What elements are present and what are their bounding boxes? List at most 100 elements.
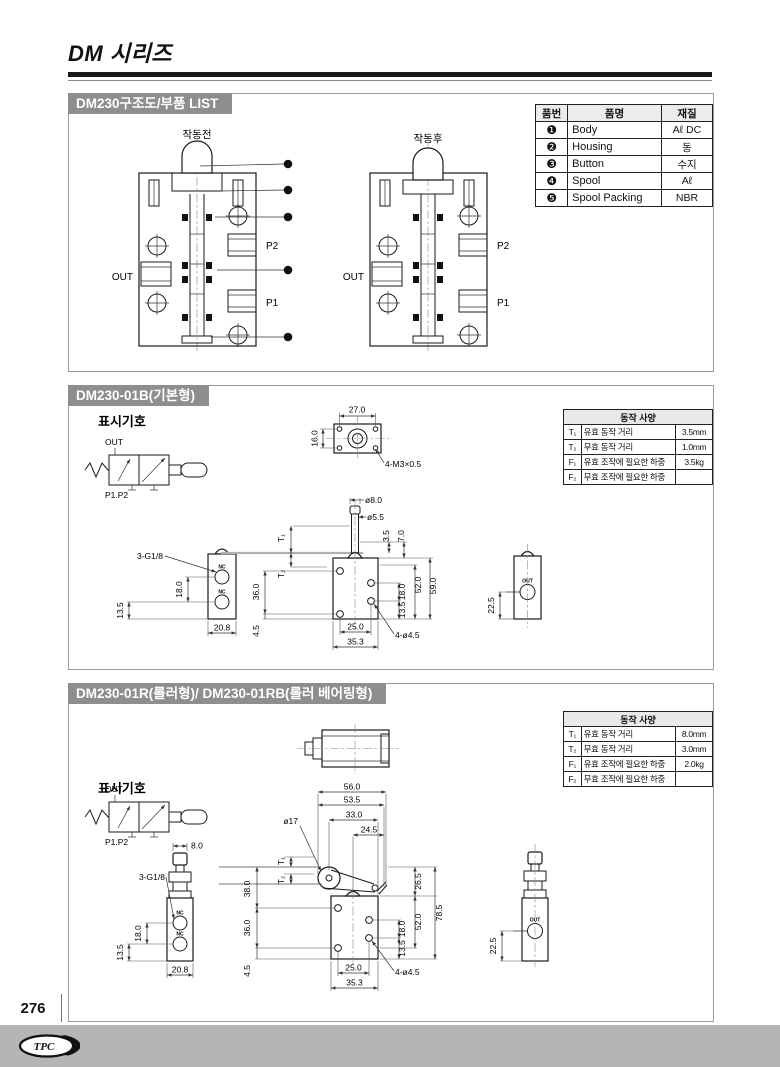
dim-label: 35.3 [346, 978, 363, 988]
spec-desc: 무효 조작에 필요한 하중 [580, 469, 677, 485]
part-name: Housing [567, 138, 662, 156]
dim-label: 56.0 [344, 782, 361, 792]
section3-header: DM230-01R(롤러형)/ DM230-01RB(롤러 베어링형) [68, 683, 387, 704]
spec-value: 3.5kg [675, 454, 713, 470]
dim-label: 22.5 [486, 597, 496, 614]
spec-title: 동작 사양 [563, 409, 713, 425]
part-name: Spool Packing [567, 189, 662, 207]
dim-label: 59.0 [428, 577, 438, 594]
dim-label: T₁ [276, 857, 286, 865]
spec-key: T₁ [563, 424, 582, 440]
port-label: OUT [530, 918, 541, 924]
dim-label: ø5.5 [367, 512, 384, 522]
structure-diagram-svg: P2 OUT P1 작동전 작동후 [111, 129, 511, 353]
title-rule [68, 72, 712, 77]
dim-label: 4-ø4.5 [395, 630, 420, 640]
dim-label: 3-G1/8 [139, 872, 165, 882]
page-number-divider [61, 994, 62, 1022]
spec-desc: 유효 동작 거리 [580, 424, 677, 440]
symbol-out-label: OUT [105, 437, 123, 447]
dim-label: 4-ø4.5 [395, 967, 420, 977]
part-no: ❹ [534, 172, 569, 190]
part-material: NBR [660, 189, 714, 207]
dim-label: 52.0 [413, 913, 423, 930]
section-dm230-01b: DM230-01B(기본형) 표시기호 OUT P1.P2 [68, 385, 714, 670]
footer-band: TPC [0, 1025, 780, 1067]
part-name: Spool [567, 172, 662, 190]
dim-label: 35.3 [347, 637, 364, 647]
top-view-drawing: 27.0 16.0 4-M3×0.5 [310, 405, 422, 470]
spec-value: 2.0kg [675, 756, 713, 772]
dim-label: 38.0 [242, 880, 252, 897]
port-label: NC [176, 911, 184, 917]
tpc-logo-text: TPC [34, 1041, 55, 1053]
dim-label: 18.0 [397, 583, 407, 600]
part-no: ❶ [534, 121, 569, 139]
parts-col-material: 재질 [660, 104, 714, 122]
dm230-01b-drawing-svg: 표시기호 OUT P1.P2 27.0 16.0 [84, 405, 542, 650]
dim-label: 4.5 [242, 965, 252, 977]
dim-label: T₂ [276, 570, 286, 579]
part-no: ❺ [534, 189, 569, 207]
dim-label: 13.5 [115, 602, 125, 619]
top-view-roller-drawing [297, 724, 399, 774]
spec-desc: 유효 조작에 필요한 하중 [580, 756, 677, 772]
dim-label: T₁ [276, 534, 286, 542]
spec-value: 3.0mm [675, 741, 713, 757]
port-label: NC [218, 590, 226, 596]
spec-key: F₂ [563, 469, 582, 485]
dim-label: 4.5 [251, 625, 261, 637]
page-number: 276 [20, 1000, 46, 1017]
spec-key: T₂ [563, 439, 582, 455]
section-dm230-01r: DM230-01R(롤러형)/ DM230-01RB(롤러 베어링형) 표시기호… [68, 683, 714, 1022]
dim-label: 18.0 [397, 920, 407, 937]
part-no: ❸ [534, 155, 569, 173]
dim-label: 52.0 [413, 576, 423, 593]
spec-value: 3.5mm [675, 424, 713, 440]
side-view-drawing: OUT 22.5 [486, 544, 542, 628]
parts-col-no: 품번 [534, 104, 569, 122]
part-name: Button [567, 155, 662, 173]
dim-label: 3-G1/8 [137, 551, 163, 561]
dim-label: 53.5 [344, 795, 361, 805]
dim-label: 24.5 [361, 825, 378, 835]
section1-header: DM230구조도/부품 LIST [68, 93, 233, 114]
dim-label: 20.8 [172, 965, 189, 975]
dim-label: 18.0 [133, 925, 143, 942]
pneumatic-symbol: OUT P1.P2 [84, 437, 208, 500]
part-material: 동 [660, 138, 714, 156]
dim-label: 18.0 [174, 581, 184, 598]
spec-key: F₁ [563, 454, 582, 470]
port-label: NC [176, 932, 184, 938]
valve-drawing-before: 작동전 [111, 129, 293, 353]
symbol-ports-label: P1.P2 [105, 490, 128, 500]
valve-drawing-after: 작동후 [342, 133, 511, 353]
dim-label: 13.5 [397, 601, 407, 618]
dim-label: 25.0 [347, 622, 364, 632]
spec-desc: 유효 동작 거리 [580, 726, 677, 742]
dim-label: 22.5 [488, 937, 498, 954]
dim-label: 78.5 [434, 904, 444, 921]
dim-label: 7.0 [396, 530, 406, 542]
spec-key: T₁ [563, 726, 582, 742]
dim-label: ø8.0 [365, 495, 382, 505]
part-material: Aℓ [660, 172, 714, 190]
left-view-drawing: NC NC 3-G1/8 18.0 13.5 20.8 [115, 548, 237, 636]
spec-key: F₁ [563, 756, 582, 772]
side-view-drawing: OUT 22.5 [488, 844, 549, 967]
port-label: NC [218, 565, 226, 571]
dim-label: T₂ [276, 876, 286, 885]
spec-value [675, 469, 713, 485]
drawing-label-before: 작동전 [183, 129, 212, 141]
